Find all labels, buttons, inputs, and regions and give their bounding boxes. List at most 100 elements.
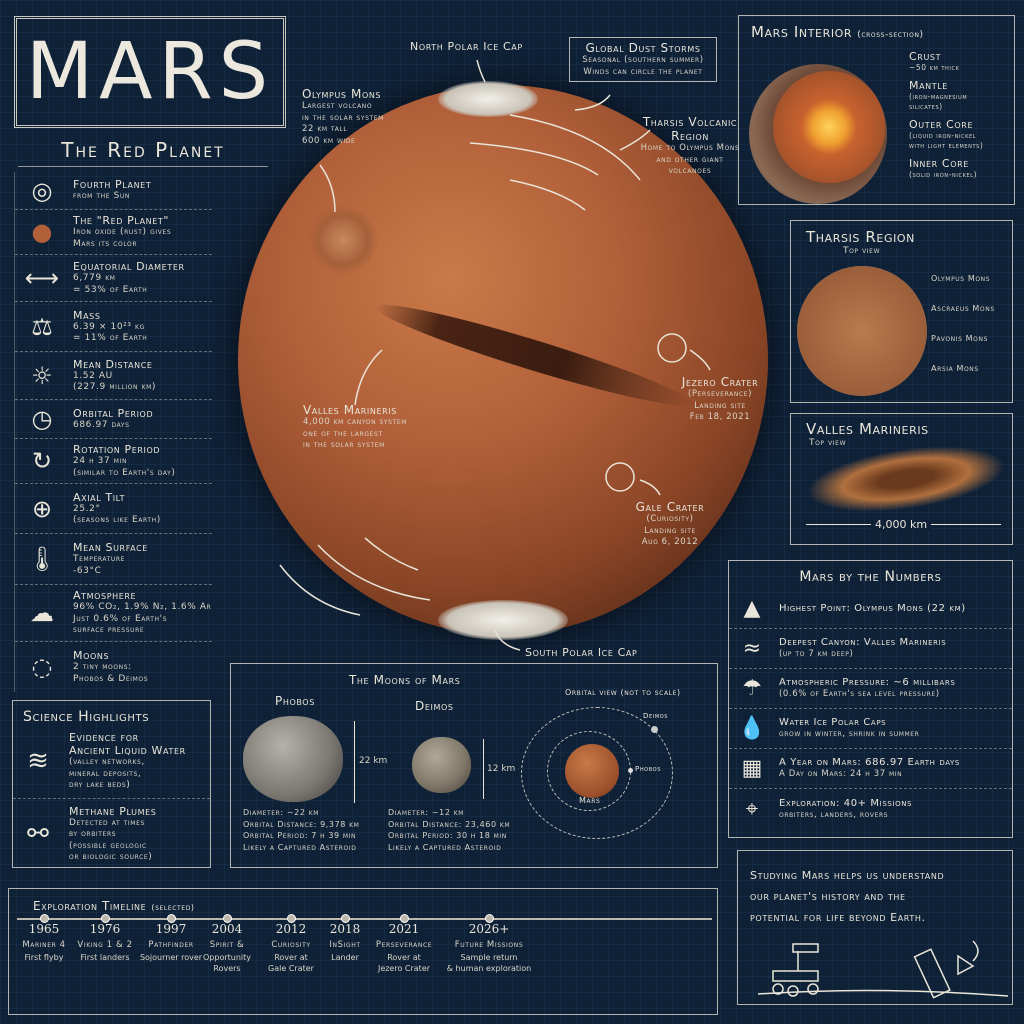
fact-label: Orbital Period	[73, 406, 154, 420]
numbers-line: A Year on Mars: 686.97 Earth days	[779, 757, 960, 769]
page-title: MARS	[25, 27, 275, 117]
timeline-title: Exploration Timeline	[33, 899, 147, 913]
fact-label: Axial Tilt	[73, 490, 126, 504]
science-line: dry lake beds)	[69, 780, 131, 790]
deimos-stat: Orbital Period: 30 h 18 min	[388, 831, 507, 840]
sun-orbit-icon: ☼	[31, 361, 53, 390]
timeline-mission: Viking 1 & 2	[77, 940, 133, 950]
science-line: (possible geologic	[69, 840, 147, 851]
annotation-title: Global Dust Storms	[585, 41, 701, 55]
fact-line: (seasons like Earth)	[73, 515, 161, 525]
phobos-image	[243, 716, 343, 802]
timeline-desc: Jezero Crater	[377, 964, 431, 973]
timeline-marker	[39, 914, 49, 923]
science-line: by orbiters	[69, 829, 117, 839]
interior-layer-label: Crust~50 km thick	[909, 50, 1014, 73]
numbers-text: Deepest Canyon: Valles Marineris(up to 7…	[779, 636, 946, 661]
fact-line: 1.52 AU	[73, 370, 113, 381]
fact-line: Temperature	[73, 554, 126, 564]
annotation-title: Tharsis Volcanic	[642, 115, 738, 129]
layer-name: Crust	[909, 50, 942, 63]
annotation-line: Largest volcano	[302, 101, 373, 111]
orbit-icon: ◎	[31, 176, 53, 205]
cloud-icon: ☁	[30, 599, 54, 627]
fact-line: 6.39 × 10²³ kg	[73, 321, 145, 332]
annotation-line: and other giant	[656, 154, 724, 165]
fact-line: Mars its color	[73, 238, 138, 249]
numbers-row: ▲Highest Point: Olympus Mons (22 km)	[729, 589, 1012, 629]
volcano-label: Arsia Mons	[931, 364, 979, 373]
moons-box: The Moons of Mars Phobos 22 km Diameter:…	[230, 663, 718, 868]
molecule-icon: ⚯	[27, 819, 49, 849]
valles-box: Valles Marineris Top view 4,000 km	[790, 413, 1013, 545]
orbital-phobos-dot	[628, 768, 633, 773]
timeline-mission: Spirit &	[209, 940, 245, 950]
timeline-year: 1976	[89, 922, 121, 936]
numbers-title: Mars by the Numbers	[799, 569, 942, 585]
phobos-stat: Likely a Captured Asteroid	[243, 842, 357, 852]
timeline-year: 2021	[388, 922, 420, 936]
fact-label: Fourth Planet	[73, 178, 152, 192]
timeline-line	[17, 918, 712, 920]
annotation-title: Olympus Mons	[302, 87, 382, 101]
fact-label: Mass	[73, 308, 101, 322]
timeline-marker	[166, 914, 176, 923]
axial-tilt-icon: ⊕	[31, 494, 53, 523]
deimos-image	[412, 737, 471, 793]
timeline-desc: First flyby	[24, 952, 64, 962]
annotation-line: one of the largest	[303, 428, 383, 439]
timeline-mission: Perseverance	[375, 940, 433, 950]
timeline-year: 2012	[275, 922, 307, 936]
timeline-desc: & human exploration	[446, 964, 532, 973]
phobos-stat: Orbital Distance: 9,378 km	[243, 819, 360, 829]
science-line: or biologic source)	[69, 852, 153, 862]
science-label: Ancient Liquid Water	[69, 744, 186, 757]
fact-line: Phobos & Deimos	[73, 673, 149, 684]
timeline-year: 1997	[155, 922, 187, 936]
annotation-line: in the solar system	[303, 440, 385, 450]
annotation-line: in the solar system	[302, 112, 384, 123]
numbers-line: grow in winter, shrink in summer	[779, 729, 920, 740]
fact-label: Mean Surface	[73, 541, 148, 554]
cloud-rain-icon: ☂	[742, 676, 762, 701]
annotation-title: Jezero Crater	[681, 375, 759, 389]
fact-line: (similar to Earth's day)	[73, 467, 176, 478]
timeline-desc: Rover at	[274, 952, 308, 962]
annotation-line: volcanoes	[668, 166, 712, 176]
orbital-mars-label: Mars	[579, 796, 601, 805]
interior-title: Mars Interior	[751, 23, 853, 41]
fact-line: Iron oxide (rust) gives	[73, 227, 172, 237]
annotation-title: Gale Crater	[635, 500, 705, 514]
timeline-marker	[286, 914, 296, 923]
moon-icon: ◌	[31, 653, 53, 681]
annotation-line: Winds can circle the planet	[583, 66, 703, 77]
tharsis-title: Tharsis Region	[806, 228, 916, 246]
fact-line: = 11% of Earth	[73, 333, 148, 343]
fact-label: Rotation Period	[73, 443, 161, 456]
fact-label: The "Red Planet"	[73, 214, 170, 227]
fact-label: Moons	[73, 649, 110, 662]
rover-and-lander-sketch	[758, 940, 1008, 999]
science-line: mineral deposits,	[69, 768, 142, 779]
